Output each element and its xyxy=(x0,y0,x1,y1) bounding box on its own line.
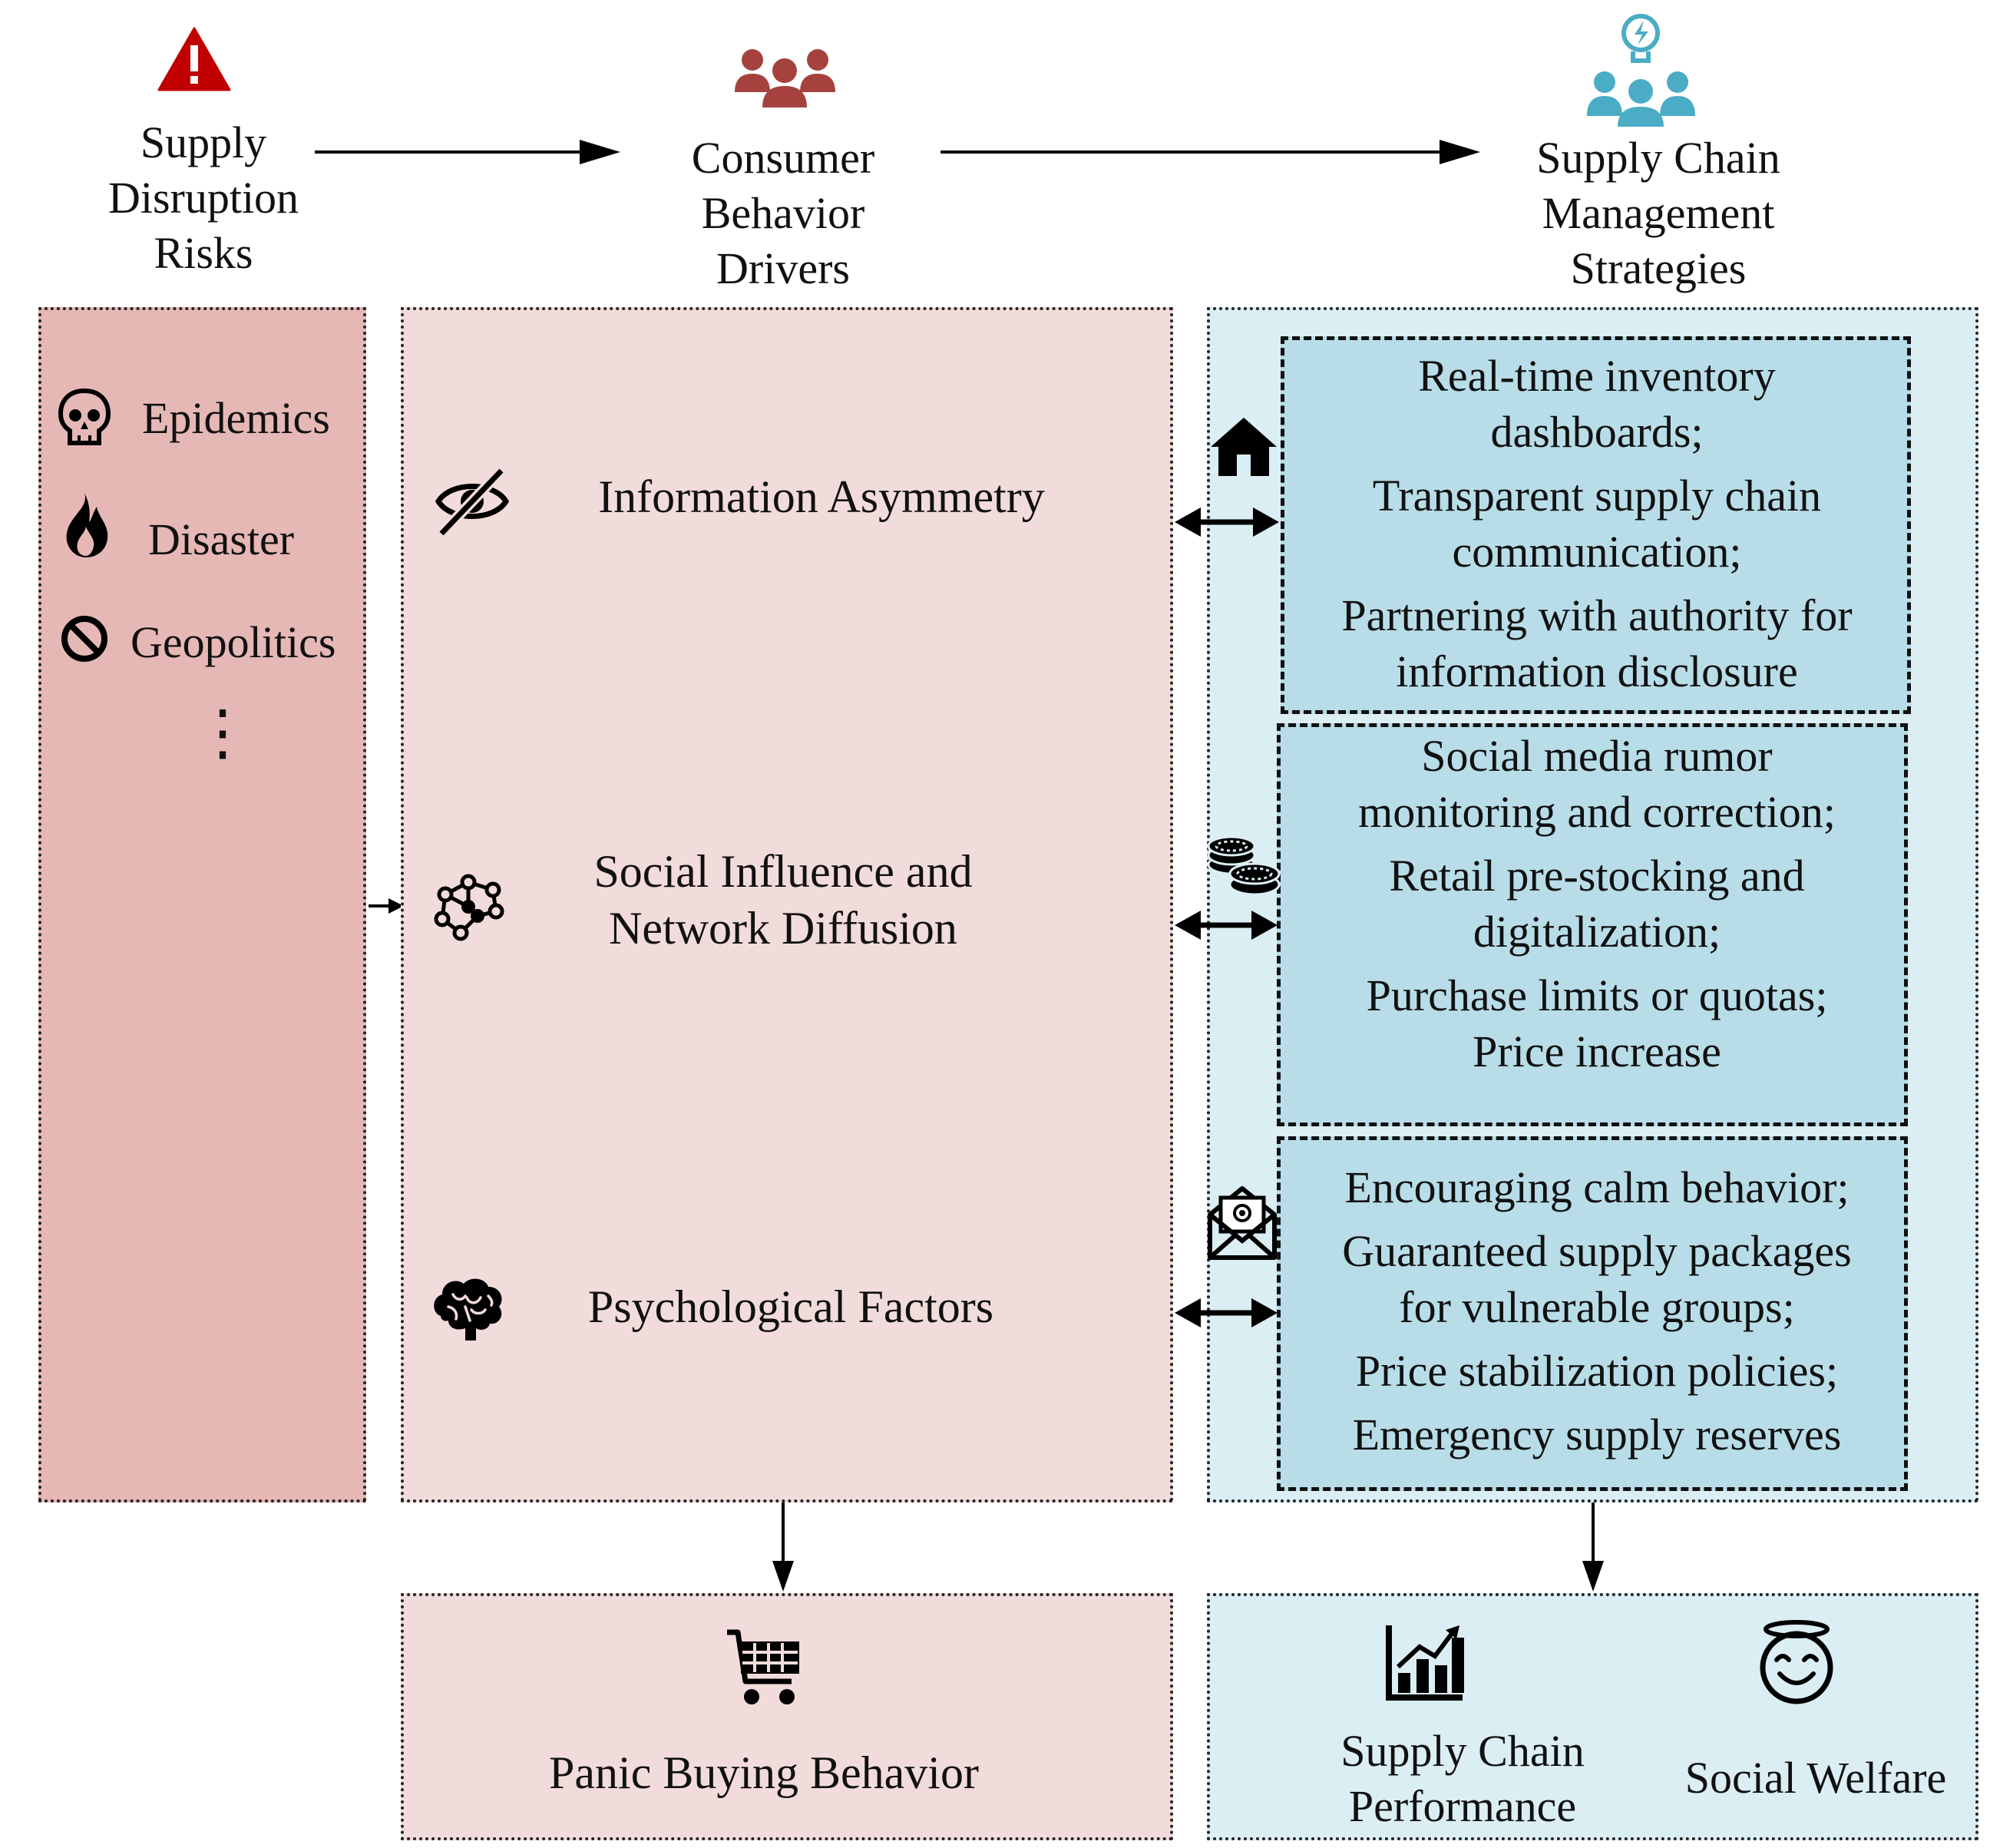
more-ellipsis: ⋮ xyxy=(192,699,253,767)
strategy-line: Purchase limits or quotas; xyxy=(1366,970,1828,1020)
smiley-halo-icon xyxy=(1760,1620,1833,1704)
outcomes-panel xyxy=(1207,1593,1978,1840)
strategy-line: information disclosure xyxy=(1396,646,1798,696)
strategy-item: Retail pre-stocking and digitalization; xyxy=(1286,848,1908,960)
idea-team-icon xyxy=(1587,14,1695,127)
header-line: Risks xyxy=(154,228,253,278)
driver-information-asymmetry: Information Asymmetry xyxy=(553,468,1090,525)
strategy-line: monitoring and correction; xyxy=(1358,787,1836,837)
strategy-line: Price increase xyxy=(1473,1026,1721,1076)
supply-chain-performance-label: Supply Chain Performance xyxy=(1305,1724,1620,1834)
header-line: Strategies xyxy=(1570,243,1747,293)
risk-disaster: Disaster xyxy=(148,514,295,564)
fire-icon xyxy=(66,493,108,557)
double-arrow-2 xyxy=(1175,911,1278,940)
strategy-line: Price stabilization policies; xyxy=(1355,1346,1839,1396)
header-line: Supply Chain xyxy=(1536,133,1780,183)
strategy-item: Guaranteed supply packages for vulnerable… xyxy=(1286,1223,1908,1335)
header-line: Behavior xyxy=(701,188,865,238)
email-icon xyxy=(1208,1186,1277,1260)
strategy-box-2 xyxy=(1277,723,1908,1126)
strategy-item: Encouraging calm behavior; xyxy=(1286,1159,1908,1215)
header-drivers: Consumer Behavior Drivers xyxy=(645,131,921,296)
header-risk: Supply Disruption Risks xyxy=(77,115,330,281)
shopping-cart-icon xyxy=(727,1629,799,1704)
strategy-line: Guaranteed supply packages xyxy=(1342,1226,1852,1276)
people-group-icon xyxy=(735,49,835,107)
network-icon xyxy=(434,874,504,941)
arrow-strategies-to-outcomes xyxy=(1582,1503,1604,1592)
arrow-drivers-to-panic xyxy=(772,1503,794,1592)
strategy-line: Social media rumor xyxy=(1421,731,1773,781)
risk-epidemics: Epidemics xyxy=(142,393,330,443)
strategy-line: communication; xyxy=(1452,527,1742,577)
bar-chart-icon xyxy=(1386,1625,1464,1701)
arrow-risk-to-drivers xyxy=(315,140,620,164)
strategy-item: Price stabilization policies; xyxy=(1286,1343,1908,1399)
risk-geopolitics: Geopolitics xyxy=(131,617,336,667)
strategy-item: Purchase limits or quotas; Price increase xyxy=(1286,967,1908,1079)
strategy-box-3 xyxy=(1277,1136,1908,1491)
strategy-line: Retail pre-stocking and xyxy=(1389,851,1805,901)
strategy-text-1: Real-time inventory dashboards; Transpare… xyxy=(1286,348,1908,707)
strategy-line: Emergency supply reserves xyxy=(1352,1410,1842,1460)
house-icon xyxy=(1211,418,1277,476)
strategy-line: Transparent supply chain xyxy=(1372,471,1822,521)
strategy-text-2: Social media rumor monitoring and correct… xyxy=(1286,728,1908,1087)
driver-line: Social Influence and xyxy=(593,846,973,897)
strategy-line: dashboards; xyxy=(1490,407,1704,457)
driver-social-influence: Social Influence and Network Diffusion xyxy=(514,843,1052,957)
strategy-text-3: Encouraging calm behavior; Guaranteed su… xyxy=(1286,1159,1908,1470)
strategy-line: digitalization; xyxy=(1473,907,1721,957)
strategy-item: Partnering with authority for information… xyxy=(1286,587,1908,699)
panic-panel xyxy=(401,1593,1173,1840)
strategy-line: Encouraging calm behavior; xyxy=(1344,1162,1850,1212)
header-line: Supply xyxy=(140,117,267,167)
drivers-panel xyxy=(401,307,1173,1503)
driver-line: Psychological Factors xyxy=(587,1281,994,1332)
ban-icon xyxy=(61,616,107,662)
strategy-box-1 xyxy=(1281,336,1911,714)
outcome-line: Performance xyxy=(1348,1781,1577,1831)
double-arrow-1 xyxy=(1175,507,1279,537)
strategy-item: Social media rumor monitoring and correct… xyxy=(1286,728,1908,840)
risk-panel xyxy=(38,307,366,1503)
strategy-line: Real-time inventory xyxy=(1418,351,1776,401)
header-strategies: Supply Chain Management Strategies xyxy=(1482,131,1835,296)
outcome-line: Supply Chain xyxy=(1340,1726,1585,1776)
arrow-risk-to-drivers-panel xyxy=(369,898,404,914)
strategy-item: Real-time inventory dashboards; xyxy=(1286,348,1908,460)
double-arrow-3 xyxy=(1175,1298,1278,1327)
header-line: Disruption xyxy=(107,173,299,223)
strategy-item: Emergency supply reserves xyxy=(1286,1407,1908,1463)
driver-psychological-factors: Psychological Factors xyxy=(522,1278,1059,1335)
skull-icon xyxy=(58,388,111,445)
brain-icon xyxy=(434,1278,502,1341)
driver-line: Network Diffusion xyxy=(609,903,957,954)
social-welfare-label: Social Welfare xyxy=(1684,1753,1947,1803)
header-line: Management xyxy=(1542,188,1775,238)
strategy-item: Transparent supply chain communication; xyxy=(1286,468,1908,580)
warning-icon xyxy=(157,27,231,91)
strategy-line: Partnering with authority for xyxy=(1341,590,1853,640)
strategy-line: for vulnerable groups; xyxy=(1399,1282,1795,1332)
panic-buying-label: Panic Buying Behavior xyxy=(549,1747,979,1798)
header-line: Drivers xyxy=(716,243,850,293)
driver-line: Information Asymmetry xyxy=(598,471,1045,522)
coins-icon xyxy=(1207,835,1281,896)
header-line: Consumer xyxy=(691,133,875,183)
arrow-drivers-to-strategies xyxy=(940,140,1480,164)
eye-slash-icon xyxy=(435,467,510,537)
